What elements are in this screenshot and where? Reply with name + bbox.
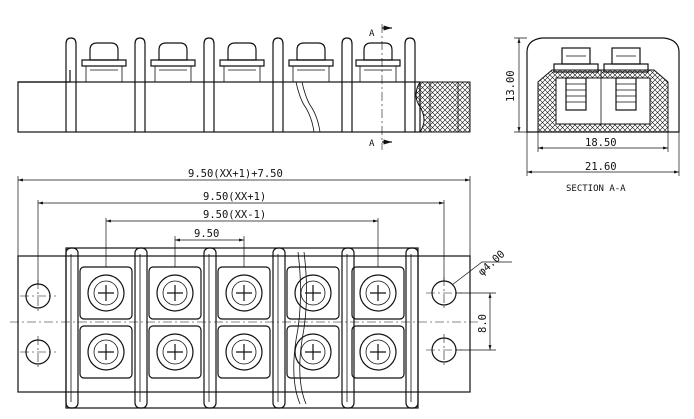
- section-marker-bottom: A: [369, 139, 375, 149]
- screw-terminal: [148, 266, 202, 320]
- section-caption: SECTION A-A: [566, 184, 626, 194]
- height-dimension-label: 13.00: [505, 70, 517, 102]
- top-terminal-body: [65, 247, 419, 409]
- outer-width-dimension-label: 21.60: [585, 161, 617, 173]
- side-view: A A: [17, 24, 471, 150]
- hole-diameter-leader: [451, 261, 512, 286]
- side-break-line: [295, 81, 315, 133]
- section-marker-top: A: [369, 29, 375, 39]
- screw-terminal: [148, 325, 202, 379]
- screw-terminal: [351, 325, 405, 379]
- side-base: [17, 81, 421, 133]
- top-base: [17, 255, 471, 393]
- outer-pitch-dimension-label: 9.50(XX+1): [203, 191, 266, 203]
- section-body: [526, 37, 680, 133]
- top-break-line: [293, 251, 301, 405]
- screw-terminal: [79, 266, 133, 320]
- side-end-lines: [429, 82, 459, 132]
- screw-terminal: [351, 266, 405, 320]
- top-view: [10, 247, 480, 409]
- screw-terminal: [217, 325, 271, 379]
- inner-width-dimension-label: 18.50: [585, 137, 617, 149]
- top-barriers: [65, 247, 419, 409]
- pitch-dimension-label: 9.50: [194, 228, 219, 240]
- screw-terminal: [286, 266, 340, 320]
- screw-cells: [79, 266, 405, 379]
- side-screws: [81, 42, 401, 82]
- side-barriers: [65, 37, 416, 132]
- section-cavity: [555, 77, 651, 125]
- screw-terminal: [286, 325, 340, 379]
- plan-dimensions: 9.50(XX+1)+7.50 9.50(XX+1) 9.50(XX-1) 9.…: [17, 168, 512, 351]
- screw-terminal: [217, 266, 271, 320]
- screw-terminal: [79, 325, 133, 379]
- row-spacing-dimension-label: 8.0: [477, 314, 489, 333]
- side-base-step: [18, 70, 71, 83]
- section-view: 13.00 18.50 21.60 SECTION A-A: [505, 37, 680, 194]
- overall-dimension-label: 9.50(XX+1)+7.50: [188, 168, 283, 180]
- section-screws: [553, 47, 649, 126]
- inner-pitch-dimension-label: 9.50(XX-1): [203, 209, 266, 221]
- side-end-section: [415, 81, 471, 133]
